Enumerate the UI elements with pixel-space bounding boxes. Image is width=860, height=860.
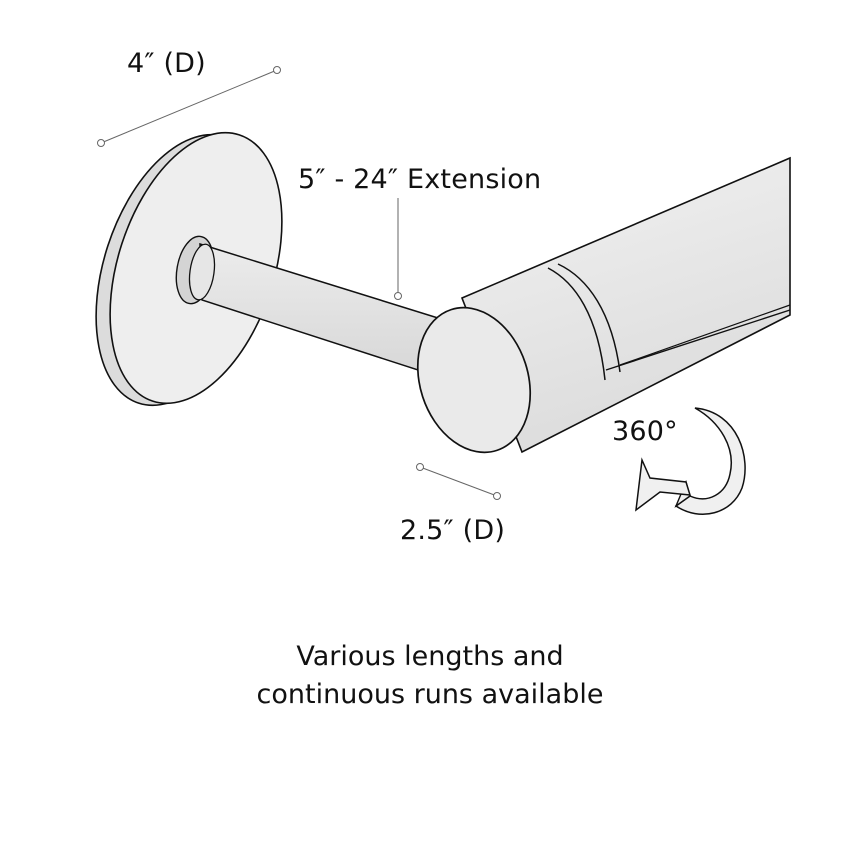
main-bar bbox=[416, 156, 791, 454]
rotation-arrow-icon bbox=[635, 407, 746, 515]
bar-diameter-label: 2.5″ (D) bbox=[400, 515, 506, 546]
caption-line-2: continuous runs available bbox=[256, 679, 604, 710]
extension-label: 5″ - 24″ Extension bbox=[298, 164, 542, 195]
plate-diameter-label: 4″ (D) bbox=[127, 48, 206, 79]
caption: Various lengths and continuous runs avai… bbox=[0, 638, 860, 714]
caption-line-1: Various lengths and bbox=[296, 641, 564, 672]
extension-stem bbox=[188, 242, 439, 371]
bar-dimension-leader bbox=[416, 463, 501, 500]
rotation-label: 360° bbox=[612, 416, 678, 447]
extension-leader bbox=[394, 198, 402, 300]
plate-dimension-leader bbox=[97, 66, 281, 147]
